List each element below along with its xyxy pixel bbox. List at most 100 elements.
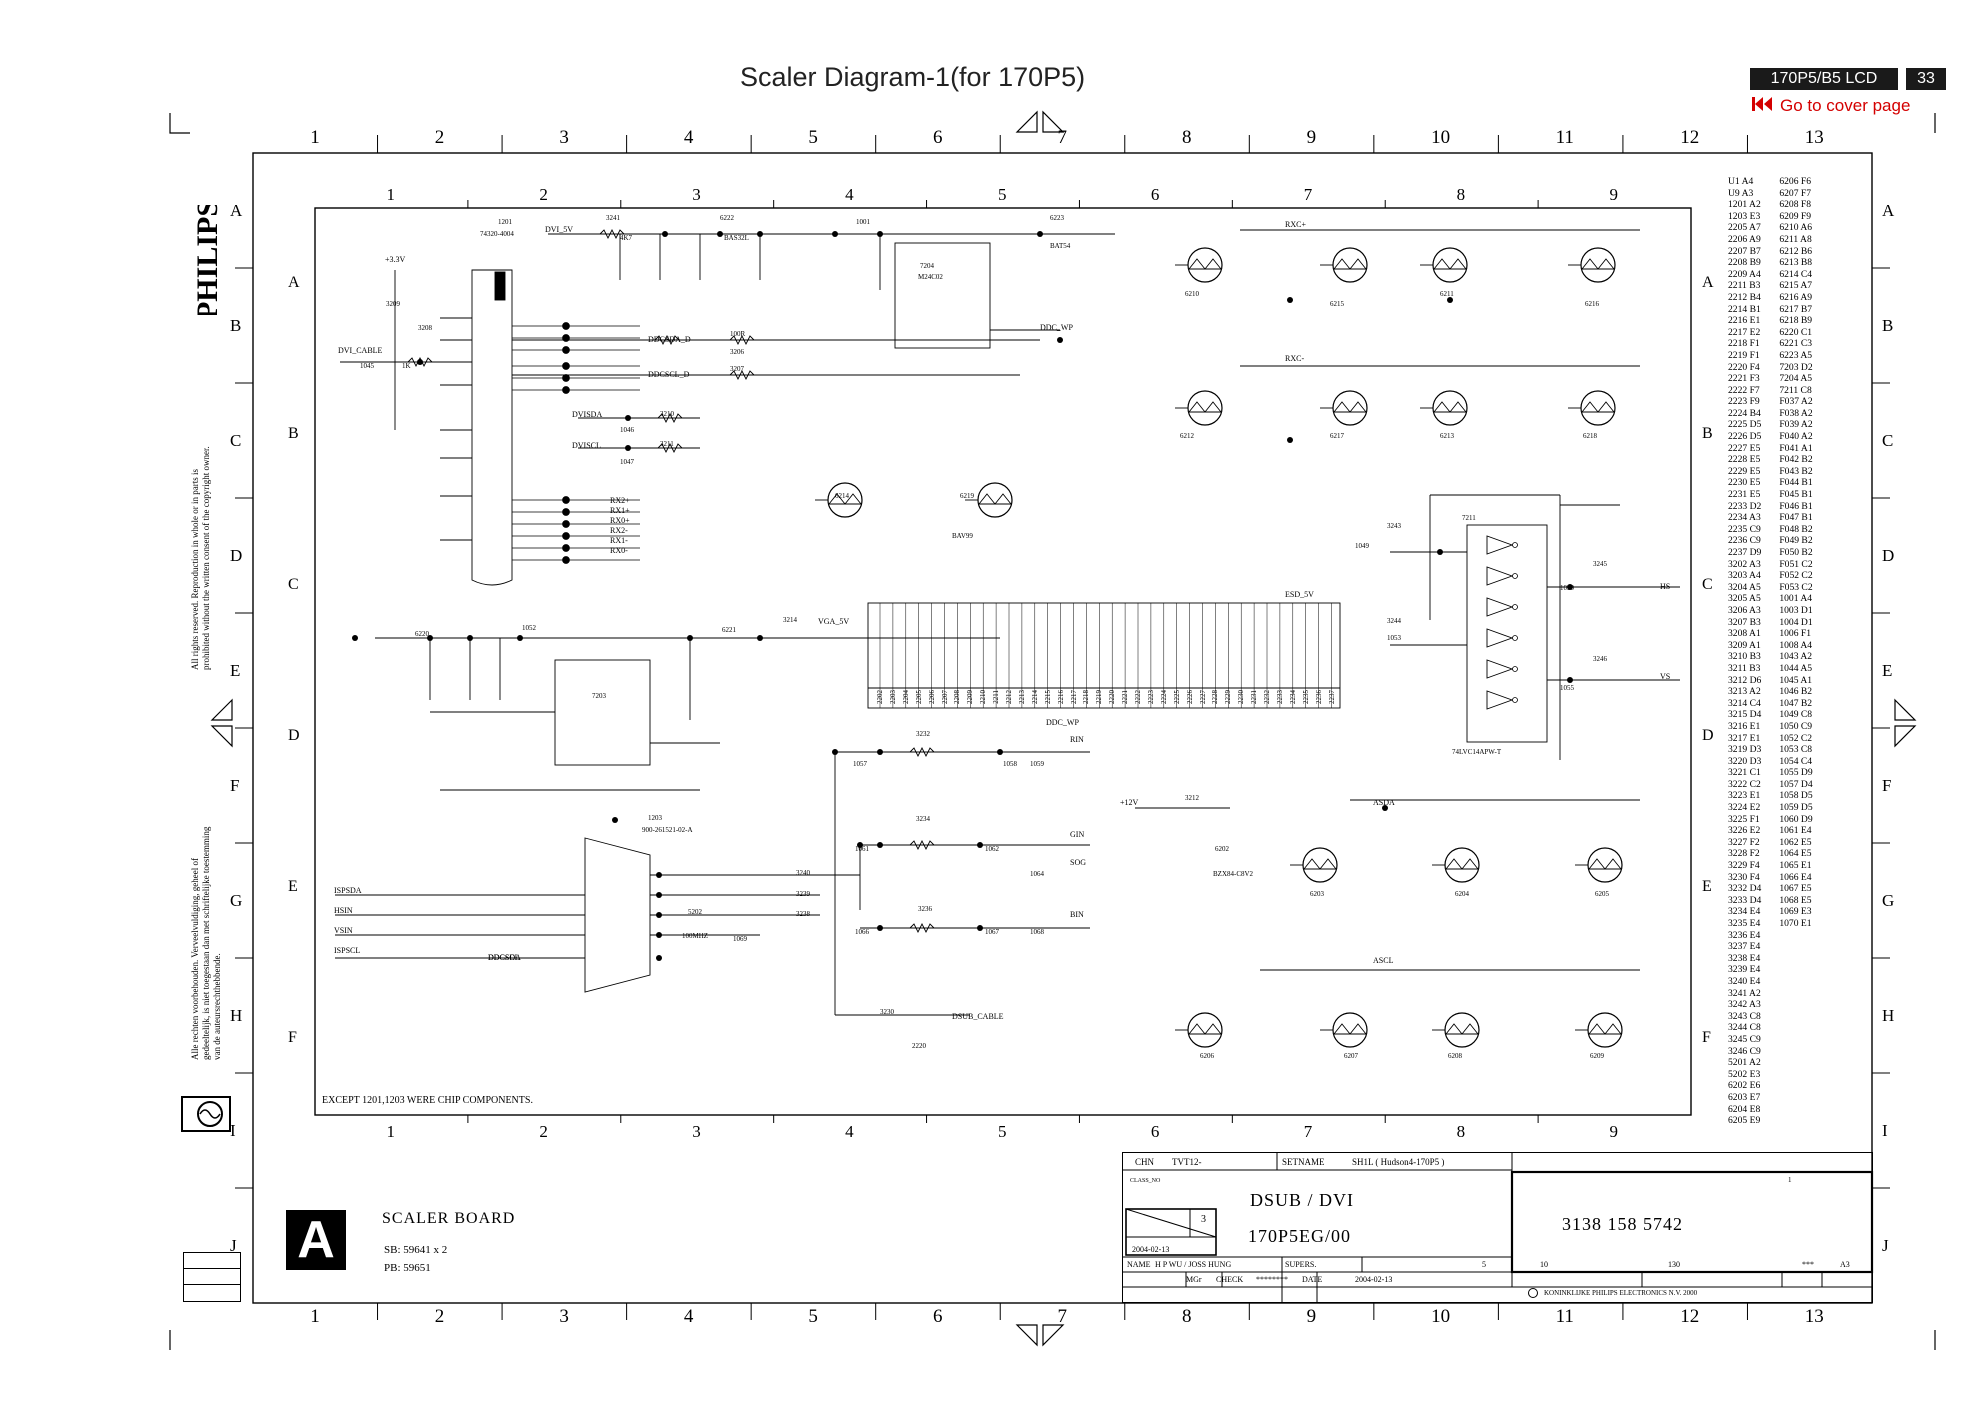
ref-designator: 6217 — [1330, 432, 1344, 440]
part-location-entry: F053 C2 — [1779, 581, 1813, 593]
grid-row-left-B: B — [230, 315, 242, 335]
ref-designator: 7204 — [920, 262, 934, 270]
part-location-entry: 2207 B7 — [1728, 245, 1761, 257]
ref-designator: 1058 — [1003, 760, 1017, 768]
net-label: HSIN — [334, 906, 353, 915]
part-location-entry: F038 A2 — [1779, 407, 1813, 419]
ref-designator: 3238 — [796, 910, 810, 918]
page-number-badge: 33 — [1906, 68, 1946, 90]
ref-designator: 100MHZ — [682, 932, 709, 940]
grid-row-right-D: D — [1882, 545, 1895, 565]
part-location-entry: 6204 E8 — [1728, 1103, 1761, 1115]
bom-strip-ref: 2236 — [1314, 690, 1323, 704]
inner-col-bottom-3: 3 — [692, 1122, 701, 1141]
part-location-entry: 1006 F1 — [1779, 628, 1812, 640]
part-location-entry: 2214 B1 — [1728, 303, 1761, 315]
ref-designator: 6205 — [1595, 890, 1609, 898]
date-label: DATE — [1302, 1275, 1323, 1284]
ref-designator: BAT54 — [1050, 242, 1071, 250]
inner-col-top-1: 1 — [386, 185, 395, 204]
grid-row-right-B: B — [1882, 315, 1894, 335]
bom-strip-ref: 2216 — [1056, 690, 1065, 704]
net-label: ASCL — [1373, 956, 1394, 965]
part-location-entry: 3207 B3 — [1728, 616, 1761, 628]
part-location-entry: 2227 E5 — [1728, 442, 1761, 454]
part-location-entry: F049 B2 — [1779, 535, 1813, 547]
ref-designator: 6216 — [1585, 300, 1599, 308]
inner-row-right-D: D — [1702, 727, 1714, 745]
part-location-entry: 2228 E5 — [1728, 454, 1761, 466]
part-location-entry: F046 B1 — [1779, 500, 1813, 512]
inner-row-right-F: F — [1702, 1029, 1711, 1047]
ref-designator: 1201 — [498, 218, 512, 226]
grid-row-left-H: H — [230, 1005, 243, 1025]
part-location-entry: F051 C2 — [1779, 558, 1813, 570]
net-label: DDC_WP — [1040, 323, 1073, 332]
part-location-entry: 3236 E4 — [1728, 929, 1761, 941]
go-to-cover-link[interactable]: Go to cover page — [1752, 96, 1910, 116]
part-location-entry: 1059 D5 — [1779, 802, 1813, 814]
part-location-entry: 2237 D9 — [1728, 547, 1762, 558]
net-label: DDC_WP — [1046, 718, 1079, 727]
part-location-entry: 3228 F2 — [1728, 848, 1760, 860]
part-location-entry: 1070 E1 — [1779, 918, 1812, 929]
ref-designator: 3208 — [418, 324, 432, 332]
grid-col-bottom-2: 2 — [434, 1306, 445, 1327]
ref-designator: 1047 — [620, 458, 634, 466]
ref-designator: 3214 — [783, 616, 797, 624]
part-location-entry: 3230 F4 — [1728, 871, 1760, 883]
ref-designator: 1053 — [1387, 634, 1401, 642]
part-location-entry: 1054 C4 — [1779, 755, 1813, 767]
part-location-entry: 2219 F1 — [1728, 349, 1760, 361]
part-location-entry: 1053 C8 — [1779, 744, 1813, 756]
part-location-entry: 3217 E1 — [1728, 732, 1761, 744]
inner-row-left-D: D — [288, 727, 300, 745]
ref-designator: 100R — [730, 330, 746, 338]
part-location-entry: 1201 A2 — [1728, 199, 1761, 211]
bom-strip-ref: 2233 — [1275, 690, 1284, 704]
net-label: ASDA — [1373, 798, 1395, 807]
grid-col-bottom-6: 6 — [932, 1306, 943, 1327]
ref-designator: 6218 — [1583, 432, 1597, 440]
ref-designator: 3246 — [1593, 655, 1607, 663]
part-location-entry: 1004 D1 — [1779, 616, 1813, 628]
part-location-entry: 6216 A9 — [1779, 291, 1813, 303]
number-5: 5 — [1482, 1260, 1486, 1269]
grid-row-right-H: H — [1882, 1005, 1895, 1025]
bom-strip-ref: 2232 — [1263, 690, 1271, 704]
net-label: ESD_5V — [1285, 590, 1314, 599]
ref-designator: 3209 — [386, 300, 400, 308]
company-line: KONINKLIJKE PHILIPS ELECTRONICS N.V. 200… — [1528, 1288, 1697, 1298]
stars: *** — [1802, 1260, 1814, 1269]
part-location-entry: 1008 A4 — [1779, 639, 1813, 651]
sb-number: SB: 59641 x 2 — [384, 1244, 448, 1256]
net-label: RX0+ — [610, 516, 630, 525]
part-location-entry: 3215 D4 — [1728, 709, 1762, 721]
net-label: RX0- — [610, 546, 628, 555]
ref-designator: 6215 — [1330, 300, 1344, 308]
check-value: ******** — [1256, 1275, 1288, 1284]
grid-col-top-10: 10 — [1431, 127, 1451, 148]
ref-designator: 3236 — [918, 905, 932, 913]
part-location-entry: 1203 E3 — [1728, 210, 1761, 222]
ref-designator: 6214 — [835, 492, 849, 500]
grid-col-bottom-3: 3 — [559, 1306, 569, 1327]
class-no-label: CLASS_NO — [1130, 1178, 1161, 1184]
ref-designator: 6213 — [1440, 432, 1454, 440]
part-location-entry: 2218 F1 — [1728, 338, 1760, 350]
ref-designator: 3212 — [1185, 794, 1199, 802]
part-location-entry: 6220 C1 — [1779, 326, 1813, 338]
drawing-title-1: DSUB / DVI — [1250, 1190, 1355, 1210]
part-location-entry: 3221 C1 — [1728, 767, 1761, 779]
part-location-entry: 3241 A2 — [1728, 987, 1761, 999]
bom-strip-ref: 2220 — [1108, 690, 1117, 704]
name-value: H P WU / JOSS HUNG — [1155, 1260, 1232, 1269]
bom-strip-ref: 2237 — [1327, 690, 1336, 704]
bom-strip-ref: 2234 — [1288, 690, 1297, 704]
part-location-entry: 6214 C4 — [1779, 268, 1813, 280]
part-location-entry: 1046 B2 — [1779, 686, 1813, 698]
grid-col-top-8: 8 — [1182, 127, 1192, 148]
bom-strip-ref: 2214 — [1030, 690, 1039, 704]
